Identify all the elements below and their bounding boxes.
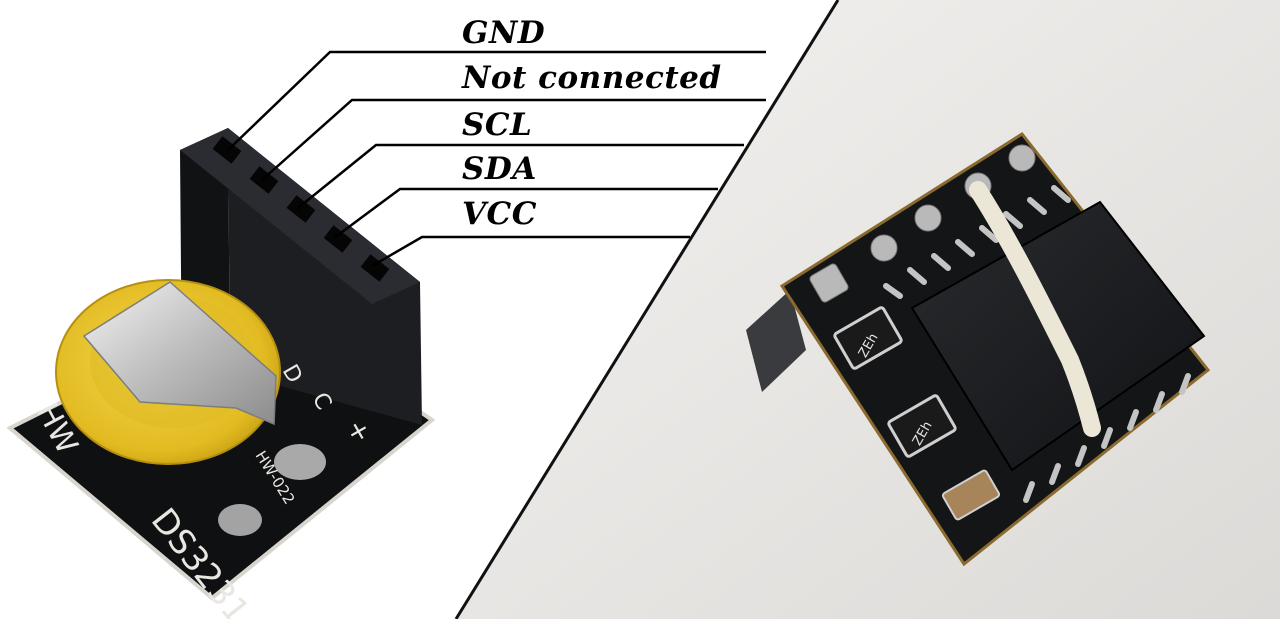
smd-capacitor [941, 469, 1001, 521]
diagonal-divider [454, 0, 840, 620]
leader-line-scl [297, 143, 744, 209]
left-module: DS3231 HW HW-022 D C + [6, 128, 436, 623]
right-header-stub [746, 290, 806, 392]
leader-line-nc [261, 98, 766, 181]
pin-label-vcc: VCC [462, 196, 537, 232]
battery-clip [82, 281, 277, 426]
solder-joint [274, 444, 326, 480]
jumper-wire [969, 181, 1101, 437]
pin-label-scl: SCL [462, 107, 533, 143]
pin-label-sda: SDA [462, 151, 537, 187]
solder-joint [218, 504, 262, 536]
pin-leader-lines [227, 50, 766, 268]
pin-label-gnd: GND [462, 15, 546, 51]
leader-line-vcc [371, 235, 690, 268]
pin-label-not-connected: Not connected [462, 60, 722, 96]
smd-component: ZEh [887, 394, 957, 458]
leader-line-sda [333, 187, 718, 240]
smd-component: ZEh [833, 306, 903, 370]
chip-pins [883, 185, 1191, 503]
header-sockets [212, 136, 390, 282]
right-module: ZEh ZEh [746, 132, 1211, 567]
leader-line-gnd [227, 50, 766, 151]
